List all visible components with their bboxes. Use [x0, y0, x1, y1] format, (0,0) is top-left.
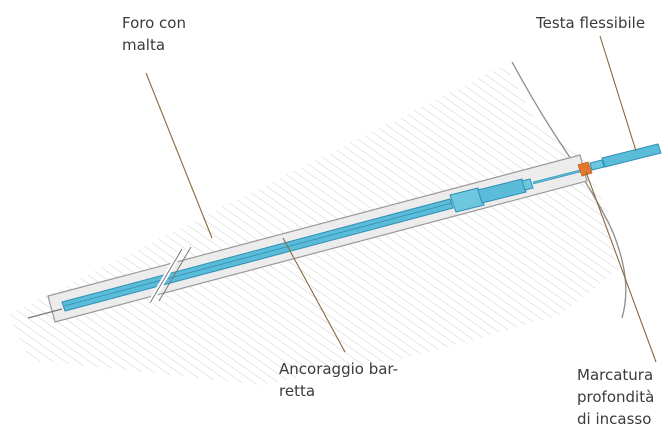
bar-tail-line	[27, 308, 63, 319]
leader-head	[599, 35, 637, 152]
label-bar: Ancoraggio bar- retta	[279, 358, 398, 402]
rock-hatch	[8, 65, 618, 385]
label-mark-line2: profondità	[577, 388, 655, 406]
label-bore-line2: malta	[122, 36, 166, 54]
coupler-end	[521, 178, 534, 191]
coupler	[449, 187, 485, 213]
label-head: Testa flessibile	[536, 12, 645, 34]
label-mark-line1: Marcatura	[577, 366, 654, 384]
coupler-body	[477, 178, 527, 204]
label-mark: Marcatura profondità di incasso	[577, 364, 654, 430]
label-bore: Foro con malta	[122, 12, 186, 56]
flex-head-rod	[601, 143, 662, 168]
leader-mark	[585, 171, 657, 363]
leader-bar	[282, 237, 346, 353]
flex-head	[589, 159, 605, 171]
break-line-1-edge	[149, 248, 183, 304]
leader-bore	[145, 72, 213, 239]
break-line-2	[158, 246, 192, 302]
label-bar-line1: Ancoraggio bar-	[279, 360, 399, 378]
depth-marker	[577, 161, 593, 177]
label-head-text: Testa flessibile	[536, 14, 646, 32]
rock-surface-line	[511, 61, 627, 319]
label-mark-line3: di incasso	[577, 410, 652, 428]
label-bar-line2: retta	[279, 382, 316, 400]
flex-head-thin-core	[532, 170, 581, 184]
anchor-bar-core	[63, 202, 453, 307]
label-bore-line1: Foro con	[122, 14, 186, 32]
